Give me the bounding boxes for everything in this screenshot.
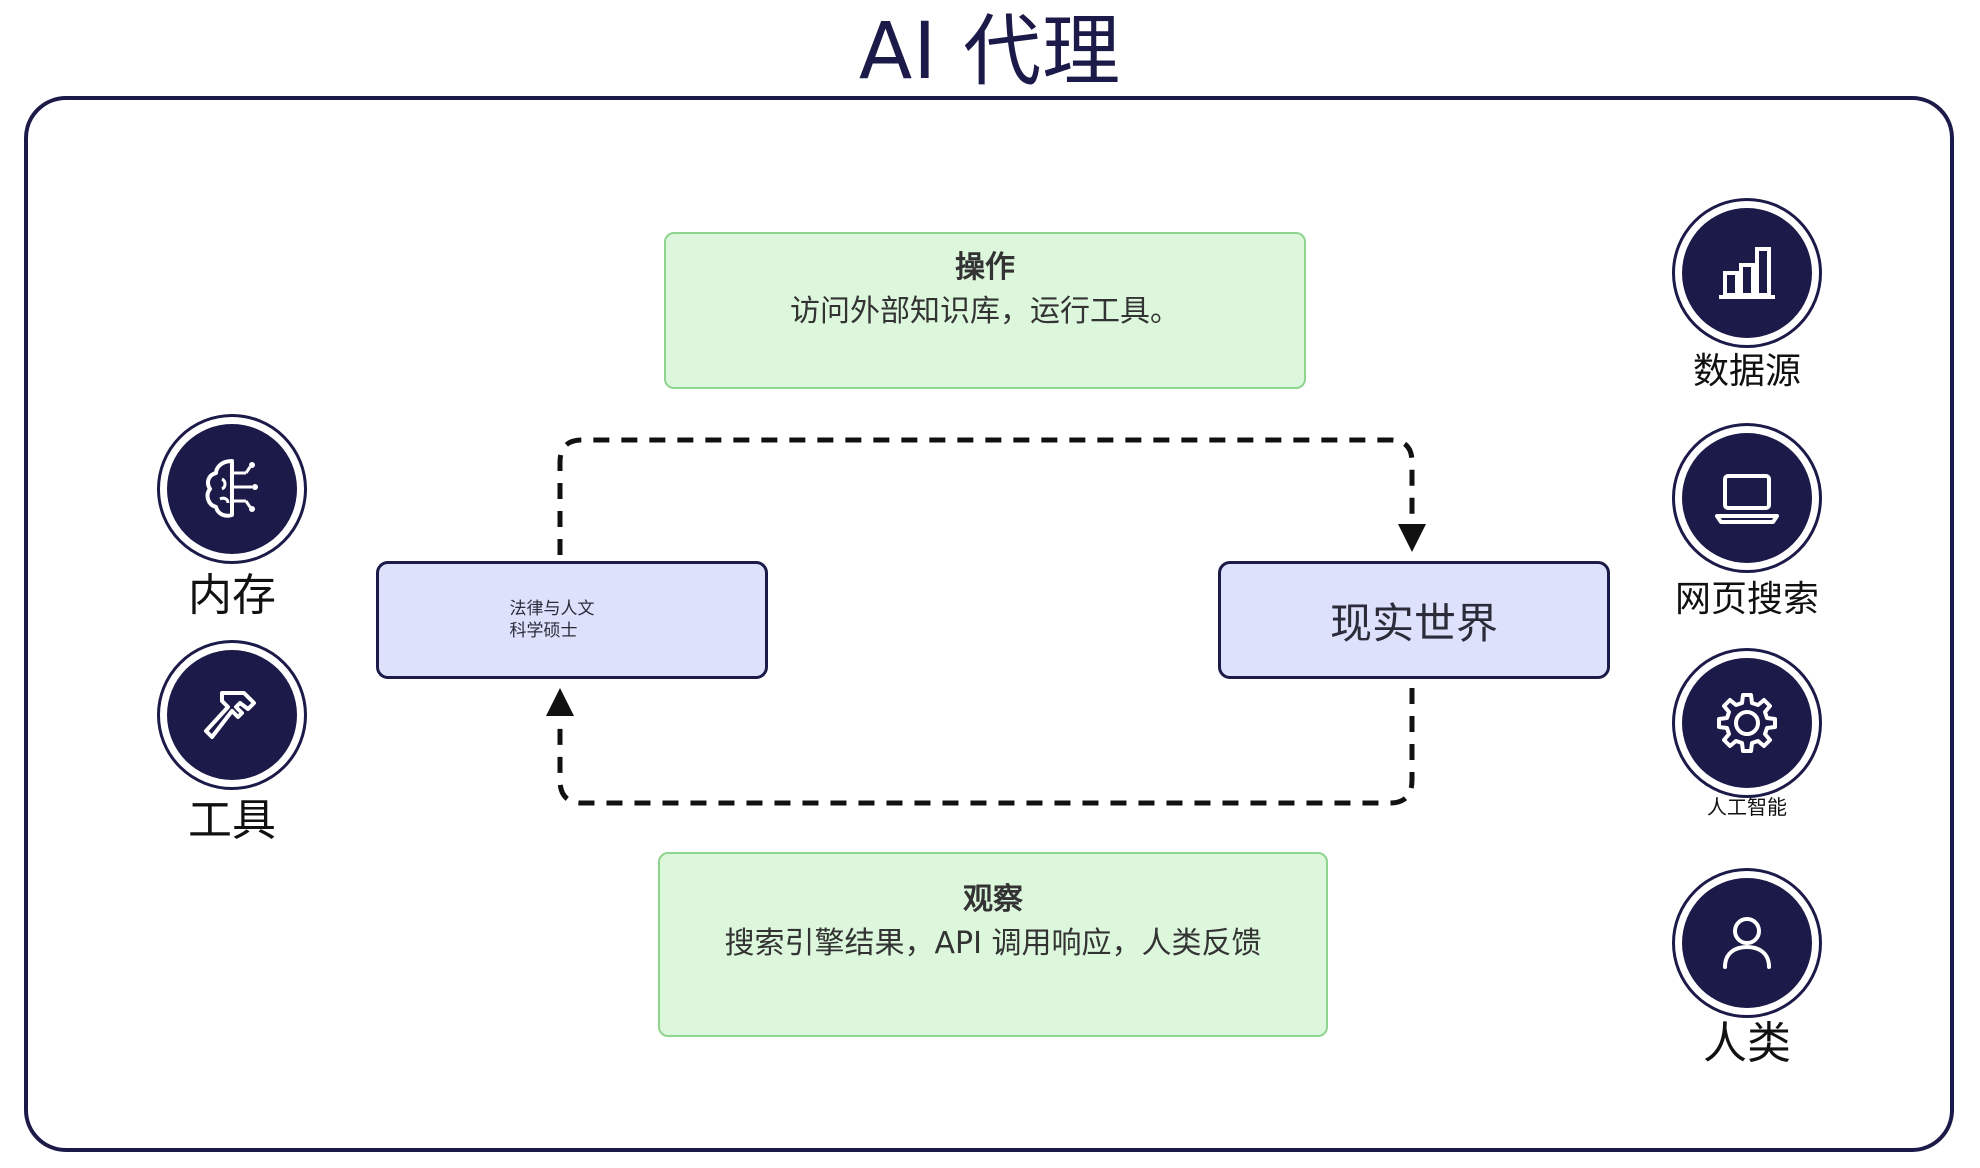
bar-chart-icon	[1719, 247, 1775, 299]
arrowhead-to-world	[1398, 524, 1426, 552]
ai-label: 人工智能	[1707, 795, 1787, 819]
ai-icon-circle	[1672, 648, 1822, 798]
diagram-frame	[24, 96, 1954, 1152]
web-search-icon-circle	[1672, 423, 1822, 573]
hammer-icon	[204, 691, 256, 739]
agent-label: 法律与人文 科学硕士	[510, 598, 595, 642]
world-label: 现实世界	[1329, 598, 1498, 648]
gear-icon	[1717, 693, 1777, 753]
data-source-label: 数据源	[1692, 351, 1801, 392]
person-icon	[1723, 917, 1771, 969]
agent-box: 法律与人文 科学硕士	[376, 561, 768, 679]
action-description: 访问外部知识库，运行工具。	[790, 294, 1180, 329]
agent-label-line2: 科学硕士	[509, 621, 578, 641]
tools-icon-circle	[157, 640, 307, 790]
arrowhead-to-agent	[546, 688, 574, 716]
observation-title: 观察	[963, 882, 1023, 917]
human-icon-circle	[1672, 868, 1822, 1018]
data-source-icon-circle	[1672, 198, 1822, 348]
diagram-title: AI 代理	[858, 7, 1122, 97]
human-label: 人类	[1703, 1018, 1791, 1069]
tools-label: 工具	[188, 795, 276, 846]
observation-box: 观察 搜索引擎结果，API 调用响应，人类反馈	[658, 852, 1328, 1037]
brain-icon	[205, 459, 258, 518]
world-box: 现实世界	[1218, 561, 1610, 679]
web-search-label: 网页搜索	[1674, 579, 1819, 620]
laptop-icon	[1715, 474, 1779, 524]
agent-label-line1: 法律与人文	[509, 598, 595, 619]
observation-description: 搜索引擎结果，API 调用响应，人类反馈	[724, 926, 1262, 961]
memory-icon-circle	[157, 414, 307, 564]
top-loop-arrow	[557, 437, 1415, 555]
memory-label: 内存	[188, 570, 276, 621]
bottom-loop-arrow	[557, 688, 1415, 806]
action-title: 操作	[955, 250, 1015, 285]
action-box: 操作 访问外部知识库，运行工具。	[664, 232, 1306, 389]
